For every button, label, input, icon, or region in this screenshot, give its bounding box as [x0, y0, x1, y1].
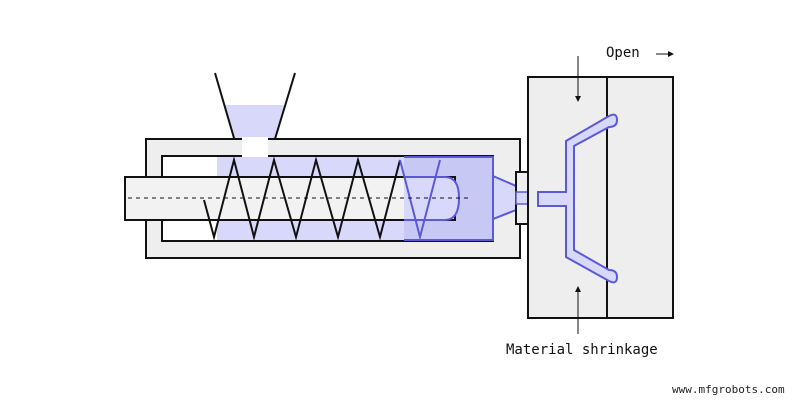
open-label: Open [606, 45, 640, 61]
mold-moving-half [606, 76, 674, 319]
molded-part [537, 113, 619, 284]
screw-flights [203, 156, 401, 241]
watermark: www.mfgrobots.com [672, 383, 785, 396]
material-shrinkage-label: Material shrinkage [506, 342, 658, 358]
arrow-top-head [575, 96, 581, 102]
screw-flights-shot [399, 159, 441, 241]
open-arrow-head [668, 51, 674, 57]
hopper-opening [242, 137, 268, 158]
shot-outline [404, 156, 494, 241]
arrow-bottom-head [575, 286, 581, 292]
